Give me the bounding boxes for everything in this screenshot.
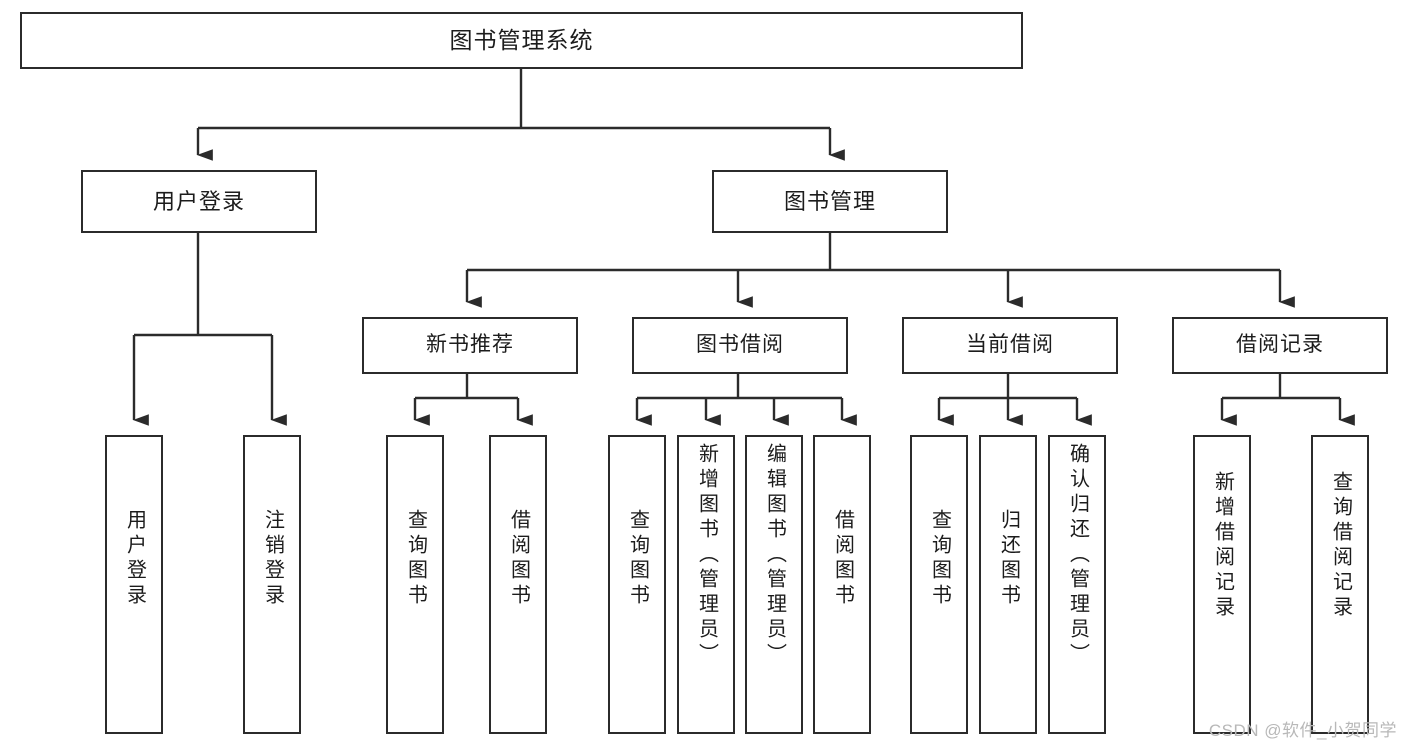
node-borrow-record[interactable]: 借阅记录 — [1172, 317, 1388, 374]
node-leaf-query-book-2[interactable]: 查询图书 — [608, 435, 666, 734]
node-leaf-confirm-return[interactable]: 确认归还（管理员） — [1048, 435, 1106, 734]
node-borrow-record-label: 借阅记录 — [1236, 333, 1324, 357]
node-leaf-query-record[interactable]: 查询借阅记录 — [1311, 435, 1369, 734]
node-current-borrow[interactable]: 当前借阅 — [902, 317, 1118, 374]
node-new-book-rec[interactable]: 新书推荐 — [362, 317, 578, 374]
node-leaf-query-record-label: 查询借阅记录 — [1329, 471, 1352, 621]
node-leaf-edit-book-label: 编辑图书（管理员） — [763, 443, 786, 668]
node-book-borrow-label: 图书借阅 — [696, 333, 784, 357]
node-leaf-query-book-3[interactable]: 查询图书 — [910, 435, 968, 734]
node-leaf-edit-book[interactable]: 编辑图书（管理员） — [745, 435, 803, 734]
node-leaf-return-book[interactable]: 归还图书 — [979, 435, 1037, 734]
node-leaf-query-book-2-label: 查询图书 — [626, 509, 649, 609]
node-leaf-user-login[interactable]: 用户登录 — [105, 435, 163, 734]
node-leaf-borrow-book-1-label: 借阅图书 — [507, 509, 530, 609]
node-leaf-add-record[interactable]: 新增借阅记录 — [1193, 435, 1251, 734]
node-leaf-logout-label: 注销登录 — [261, 509, 284, 609]
node-user-login[interactable]: 用户登录 — [81, 170, 317, 233]
node-book-manage-label: 图书管理 — [783, 188, 876, 214]
node-leaf-borrow-book-2-label: 借阅图书 — [831, 509, 854, 609]
node-root[interactable]: 图书管理系统 — [20, 12, 1023, 69]
node-leaf-logout[interactable]: 注销登录 — [243, 435, 301, 734]
node-leaf-add-book[interactable]: 新增图书（管理员） — [677, 435, 735, 734]
node-leaf-borrow-book-1[interactable]: 借阅图书 — [489, 435, 547, 734]
node-leaf-confirm-return-label: 确认归还（管理员） — [1066, 443, 1089, 668]
node-leaf-return-book-label: 归还图书 — [997, 509, 1020, 609]
node-leaf-user-login-label: 用户登录 — [123, 509, 146, 609]
watermark-text: CSDN @软件_小贺同学 — [1208, 721, 1397, 740]
node-new-book-rec-label: 新书推荐 — [426, 333, 514, 357]
node-leaf-query-book-3-label: 查询图书 — [928, 509, 951, 609]
node-leaf-query-book-1[interactable]: 查询图书 — [386, 435, 444, 734]
node-leaf-query-book-1-label: 查询图书 — [404, 509, 427, 609]
node-leaf-borrow-book-2[interactable]: 借阅图书 — [813, 435, 871, 734]
node-user-login-label: 用户登录 — [152, 188, 245, 214]
node-leaf-add-record-label: 新增借阅记录 — [1211, 471, 1234, 621]
node-root-label: 图书管理系统 — [449, 27, 594, 54]
node-current-borrow-label: 当前借阅 — [966, 333, 1054, 357]
node-book-manage[interactable]: 图书管理 — [712, 170, 948, 233]
node-book-borrow[interactable]: 图书借阅 — [632, 317, 848, 374]
node-leaf-add-book-label: 新增图书（管理员） — [695, 443, 718, 668]
